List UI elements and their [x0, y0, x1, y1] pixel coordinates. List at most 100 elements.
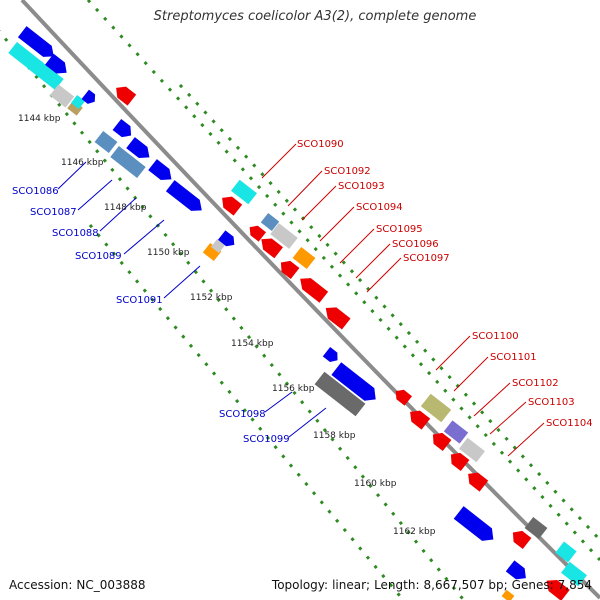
gene-glyph	[45, 53, 67, 74]
gene-glyph	[126, 137, 150, 158]
scale-label: 1154 kbp	[231, 339, 274, 349]
leader-line	[163, 265, 201, 299]
gene-label-forward: SCO1089	[75, 251, 122, 262]
accession-info: Accession:NC_003888	[9, 578, 146, 592]
gene-label-forward: SCO1087	[30, 207, 77, 218]
leader-line	[99, 197, 137, 232]
topology-label: Topology:	[271, 578, 329, 592]
gene-label-forward: SCO1086	[12, 186, 59, 197]
gene-label-forward: SCO1088	[52, 228, 99, 239]
gene-glyph	[555, 541, 577, 563]
gene-glyph	[270, 223, 298, 249]
gene-glyph	[165, 180, 202, 211]
gene-label-reverse: SCO1104	[546, 418, 593, 429]
leader-line	[264, 391, 293, 413]
gene-glyph	[110, 146, 146, 178]
tick-line	[88, 224, 406, 600]
gene-glyph	[218, 230, 235, 247]
gene-label-reverse: SCO1092	[324, 166, 371, 177]
gene-glyph	[395, 389, 412, 406]
gene-label-reverse: SCO1102	[512, 378, 559, 389]
gene-label-reverse: SCO1090	[297, 139, 344, 150]
leader-line	[473, 382, 511, 417]
backbone-curve	[20, 0, 600, 600]
leader-line	[339, 228, 375, 264]
gene-label-reverse: SCO1101	[490, 352, 537, 363]
leader-line	[489, 401, 527, 435]
gene-glyph	[325, 307, 351, 330]
accession-label: Accession:	[9, 578, 73, 592]
gene-glyph	[249, 225, 266, 242]
scale-label: 1148 kbp	[104, 203, 147, 213]
tick-line	[86, 0, 600, 562]
gene-glyph	[222, 196, 243, 216]
length-label: Length:	[374, 578, 420, 592]
gene-glyph	[453, 506, 494, 541]
gene-glyph	[468, 472, 489, 492]
gene-glyph	[501, 589, 515, 600]
gene-glyph	[260, 212, 280, 232]
scale-label: 1144 kbp	[18, 114, 61, 124]
length-value: 8,667,507 bp;	[423, 578, 508, 592]
leader-line	[301, 185, 337, 221]
scale-label: 1158 kbp	[313, 431, 356, 441]
gene-glyph	[322, 346, 338, 363]
leader-line	[287, 170, 323, 207]
tick-line	[178, 83, 600, 542]
gene-label-reverse: SCO1093	[338, 181, 385, 192]
gene-label-forward: SCO1091	[116, 295, 163, 306]
labels: 1144 kbp 1146 kbp 1148 kbp 1150 kbp 1152 kbp…	[12, 114, 593, 537]
gene-glyph	[81, 89, 96, 104]
scale-label: 1150 kbp	[147, 248, 190, 258]
gene-label-reverse: SCO1096	[392, 239, 439, 250]
gene-glyph	[432, 432, 452, 452]
gene-glyph	[280, 260, 300, 280]
gene-glyph	[410, 410, 431, 430]
gene-glyph	[116, 86, 137, 106]
leader-line	[319, 206, 355, 242]
gene-features	[8, 26, 587, 600]
scale-label: 1146 kbp	[61, 158, 104, 168]
gene-glyph	[17, 26, 54, 57]
map-title: Streptomyces coelicolor A3(2), complete …	[153, 9, 477, 24]
gene-glyph	[331, 362, 376, 401]
backbone	[20, 0, 600, 600]
scale-label: 1152 kbp	[190, 293, 233, 303]
leader-line	[366, 257, 402, 293]
gene-glyph	[561, 561, 587, 587]
gene-glyph	[300, 278, 329, 303]
scale-label: 1162 kbp	[393, 527, 436, 537]
gene-glyph	[314, 371, 366, 417]
genes-label: Genes:	[511, 578, 554, 592]
gene-glyph	[459, 437, 485, 463]
gene-glyph	[546, 580, 570, 600]
leader-line	[507, 422, 545, 457]
scale-label: 1160 kbp	[354, 479, 397, 489]
leader-line	[355, 243, 391, 279]
gene-glyph	[49, 84, 75, 108]
scale-label: 1156 kbp	[272, 384, 315, 394]
gene-glyph	[292, 246, 316, 270]
leader-line	[435, 335, 471, 371]
gene-glyph	[524, 516, 548, 540]
gene-label-reverse: SCO1094	[356, 202, 403, 213]
genes-value: 7,854	[557, 578, 592, 592]
gene-glyph	[261, 238, 283, 259]
accession-value: NC_003888	[76, 578, 146, 592]
gene-glyph	[443, 420, 469, 444]
gene-label-reverse: SCO1095	[376, 224, 423, 235]
genome-summary: Topology:linear;Length:8,667,507 bp;Gene…	[272, 578, 592, 592]
gene-glyph	[28, 58, 64, 90]
gene-glyph	[231, 179, 257, 205]
gene-glyph	[420, 393, 452, 423]
gene-glyph	[450, 452, 470, 472]
leader-line	[261, 143, 297, 179]
gene-glyph	[148, 159, 172, 180]
gene-glyph	[505, 560, 526, 580]
gene-glyph	[202, 242, 222, 262]
gene-label-forward: SCO1098	[219, 409, 266, 420]
leader-line	[123, 219, 165, 255]
